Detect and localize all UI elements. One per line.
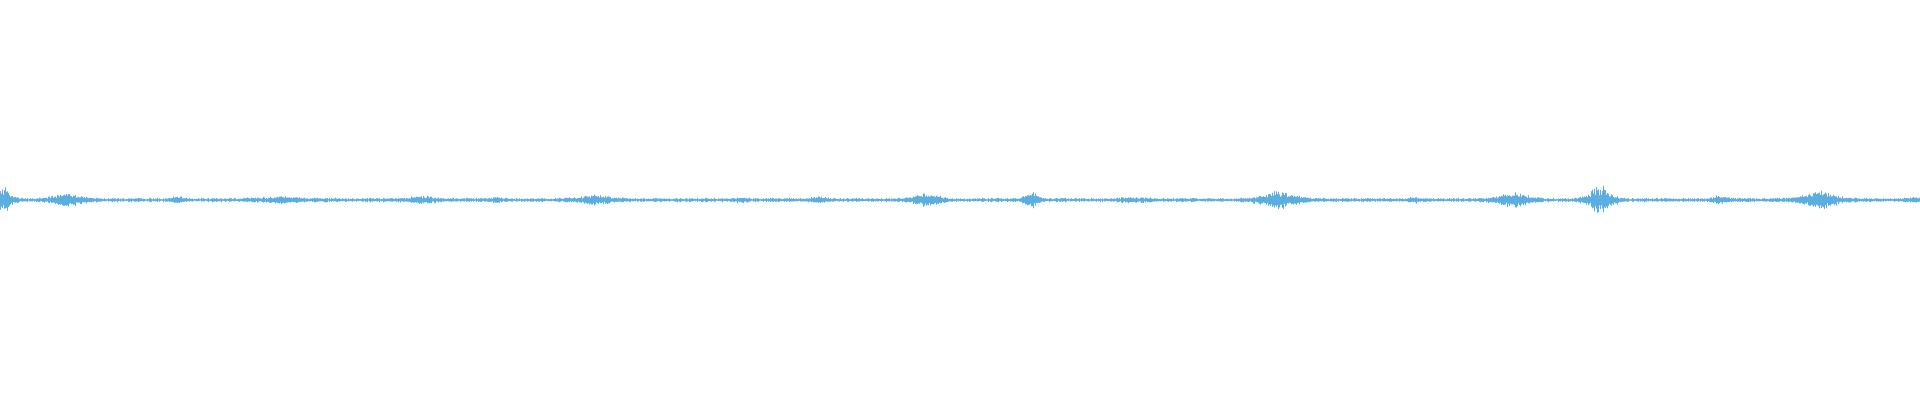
waveform-signal [0,185,1920,213]
